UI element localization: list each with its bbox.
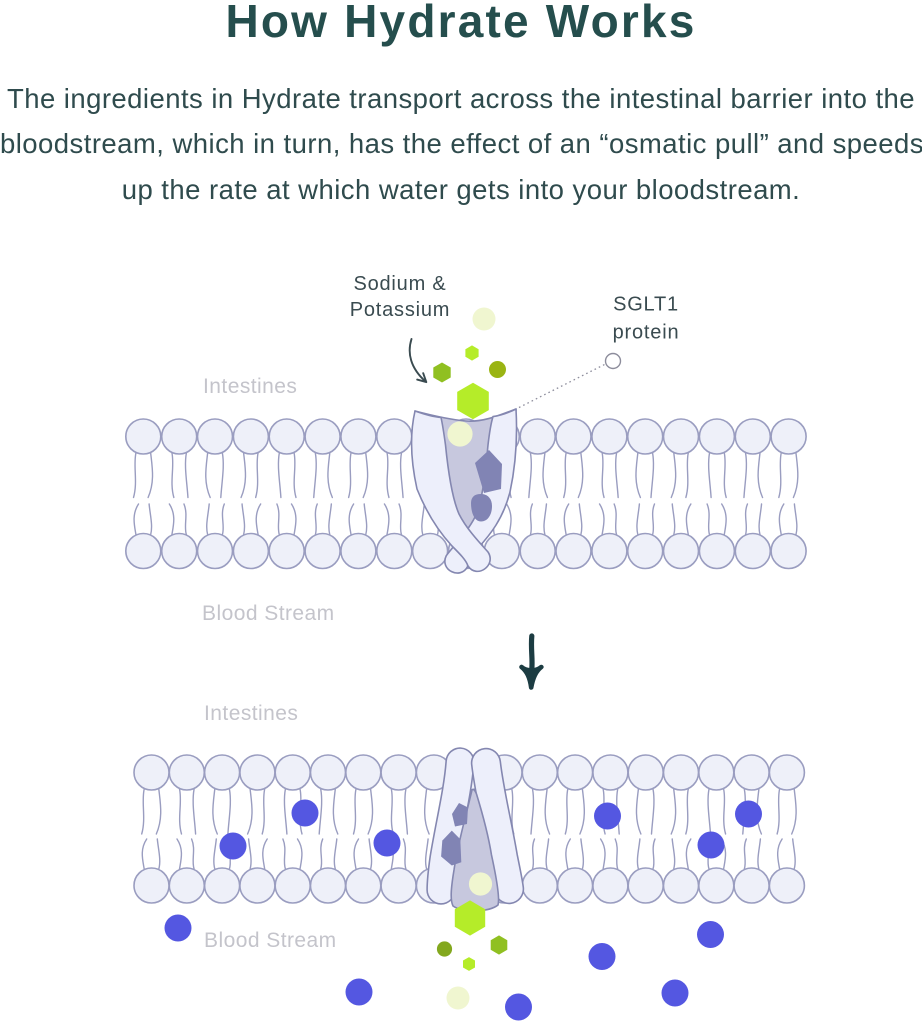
sodium-ion [697, 921, 724, 948]
sodium-ion [291, 799, 319, 827]
label-sodium-potassium-line1: Sodium & [353, 273, 446, 295]
curved-arrow [408, 338, 428, 384]
label-sglt1-line1: SGLT1 [613, 294, 679, 316]
molecule-hex-apple-bottom [490, 935, 508, 955]
channel-blob-big-bottom [441, 830, 462, 866]
sodium-ion [588, 943, 616, 970]
intro-line-1: The ingredients in Hydrate transport acr… [6, 83, 916, 114]
sodium-ion [219, 832, 247, 860]
down-arrow [519, 633, 544, 690]
molecule-pale-in-channel-bottom [468, 872, 493, 896]
sglt1-protein-top [410, 408, 518, 574]
sodium-ion [345, 978, 373, 1006]
molecule-olive-top [489, 361, 506, 378]
sglt1-pointer-dot [604, 352, 622, 370]
molecule-olive-bottom [436, 941, 453, 957]
sodium-ion [594, 802, 621, 830]
label-bloodstream-top: Blood Stream [202, 602, 335, 625]
sodium-ions [164, 799, 762, 1021]
membrane-bottom-heads [133, 754, 806, 904]
sodium-ion [164, 914, 192, 942]
molecule-pale-in-channel-top [447, 421, 473, 447]
sodium-ion [697, 831, 725, 859]
protein-lobe-left-top [410, 410, 491, 573]
label-sglt1-line2: protein [613, 322, 680, 344]
intro-line-2: bloodstream, which in turn, has the effe… [0, 128, 922, 160]
label-intestines-bottom: Intestines [204, 702, 298, 725]
protein-lobe-right-bottom [470, 747, 525, 905]
molecule-hex-small-top [465, 345, 479, 361]
sglt1-pointer-line [518, 362, 607, 409]
molecule-hex-small-bottom [463, 957, 475, 971]
channel-blob-round-top [471, 493, 492, 522]
molecule-hex-apple-top [433, 362, 451, 383]
molecule-pale-top [472, 307, 496, 331]
sodium-ion [735, 800, 762, 828]
channel-blob-pentagon-bottom [452, 803, 468, 827]
sglt1-pointer [518, 352, 622, 409]
sodium-ion [373, 829, 401, 857]
label-intestines-top: Intestines [203, 375, 297, 398]
sglt1-protein-bottom [426, 747, 525, 912]
protein-lobe-right-top [444, 408, 518, 574]
molecule-hex-big-bottom [454, 900, 486, 936]
label-sodium-potassium-line2: Potassium [350, 299, 451, 321]
intro-paragraph: The ingredients in Hydrate transport acr… [0, 76, 922, 212]
membrane-diagram: Intestines Blood Stream Intestines Blood… [125, 273, 807, 1021]
page-title: How Hydrate Works [225, 0, 697, 47]
sodium-ion [661, 979, 689, 1007]
label-sodium-potassium: Sodium & Potassium [350, 273, 451, 321]
molecule-hex-big-top [457, 382, 489, 420]
channel-blob-pentagon-top [475, 450, 502, 493]
label-sglt1-protein: SGLT1 protein [613, 294, 680, 344]
membrane-bottom [133, 754, 806, 904]
electrolyte-molecules-top [433, 307, 506, 420]
electrolyte-molecules-bottom [436, 900, 508, 1010]
label-bloodstream-bottom: Blood Stream [204, 929, 337, 952]
molecule-pale-bottom [446, 986, 470, 1010]
intro-line-3: up the rate at which water gets into you… [121, 173, 801, 205]
sodium-ion [505, 993, 532, 1021]
